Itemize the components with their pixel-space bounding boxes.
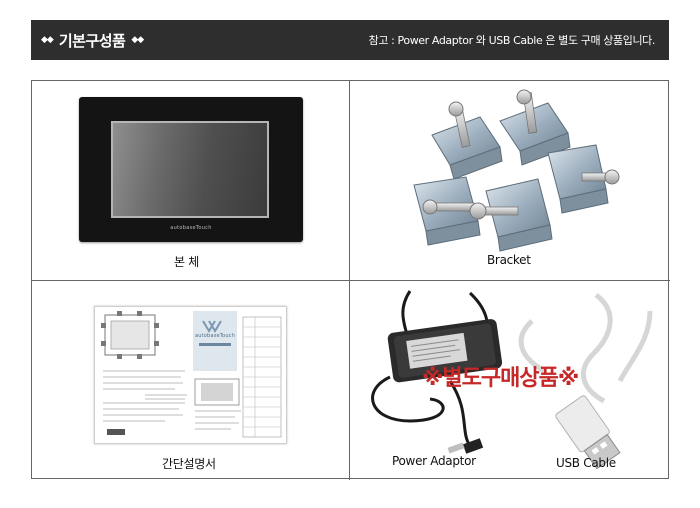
manual-pages-drawing: [101, 311, 282, 438]
main-unit-label: 본 체: [174, 255, 199, 269]
usb-cable-label: USB Cable: [556, 456, 616, 470]
section-title-text: 기본구성품: [58, 31, 126, 50]
purchase-note: 참고 : Power Adaptor 와 USB Cable 은 별도 구매 상…: [368, 34, 656, 47]
quick-manual-image: autobaseTouch: [94, 306, 287, 444]
usb-cable-image: [518, 292, 653, 470]
bracket-clip: [547, 144, 620, 214]
cell-manual: autobaseTouch 간단설명서: [32, 281, 350, 480]
touch-panel-screen: [111, 121, 269, 218]
components-grid: autobaseTouch 본 체: [31, 80, 670, 480]
bracket-clip: [413, 176, 481, 246]
power-adaptor-label: Power Adaptor: [392, 454, 476, 468]
diamond-icon: ◆◆: [131, 35, 144, 45]
bracket-clip: [499, 89, 571, 166]
power-adaptor-image: [371, 290, 503, 454]
cell-main-unit: autobaseTouch 본 체: [32, 81, 350, 281]
touch-panel-image: autobaseTouch: [79, 97, 303, 242]
cell-accessories: ※별도구매상품※ Power Adaptor USB Cable: [350, 281, 670, 480]
bracket-clip: [469, 178, 553, 252]
section-title: ◆◆ 기본구성품 ◆◆: [41, 30, 144, 51]
panel-brand-logo: autobaseTouch: [170, 225, 212, 231]
cell-bracket: Bracket: [350, 81, 670, 281]
bracket-image: [413, 89, 620, 252]
bracket-label: Bracket: [487, 253, 531, 267]
bracket-clip: [431, 101, 503, 180]
manual-label: 간단설명서: [162, 457, 216, 471]
header-bar: ◆◆ 기본구성품 ◆◆ 참고 : Power Adaptor 와 USB Cab…: [31, 20, 669, 60]
diamond-icon: ◆◆: [41, 35, 54, 45]
manual-brand-logo: autobaseTouch: [195, 333, 236, 339]
separate-purchase-notice: ※별도구매상품※: [422, 366, 579, 391]
